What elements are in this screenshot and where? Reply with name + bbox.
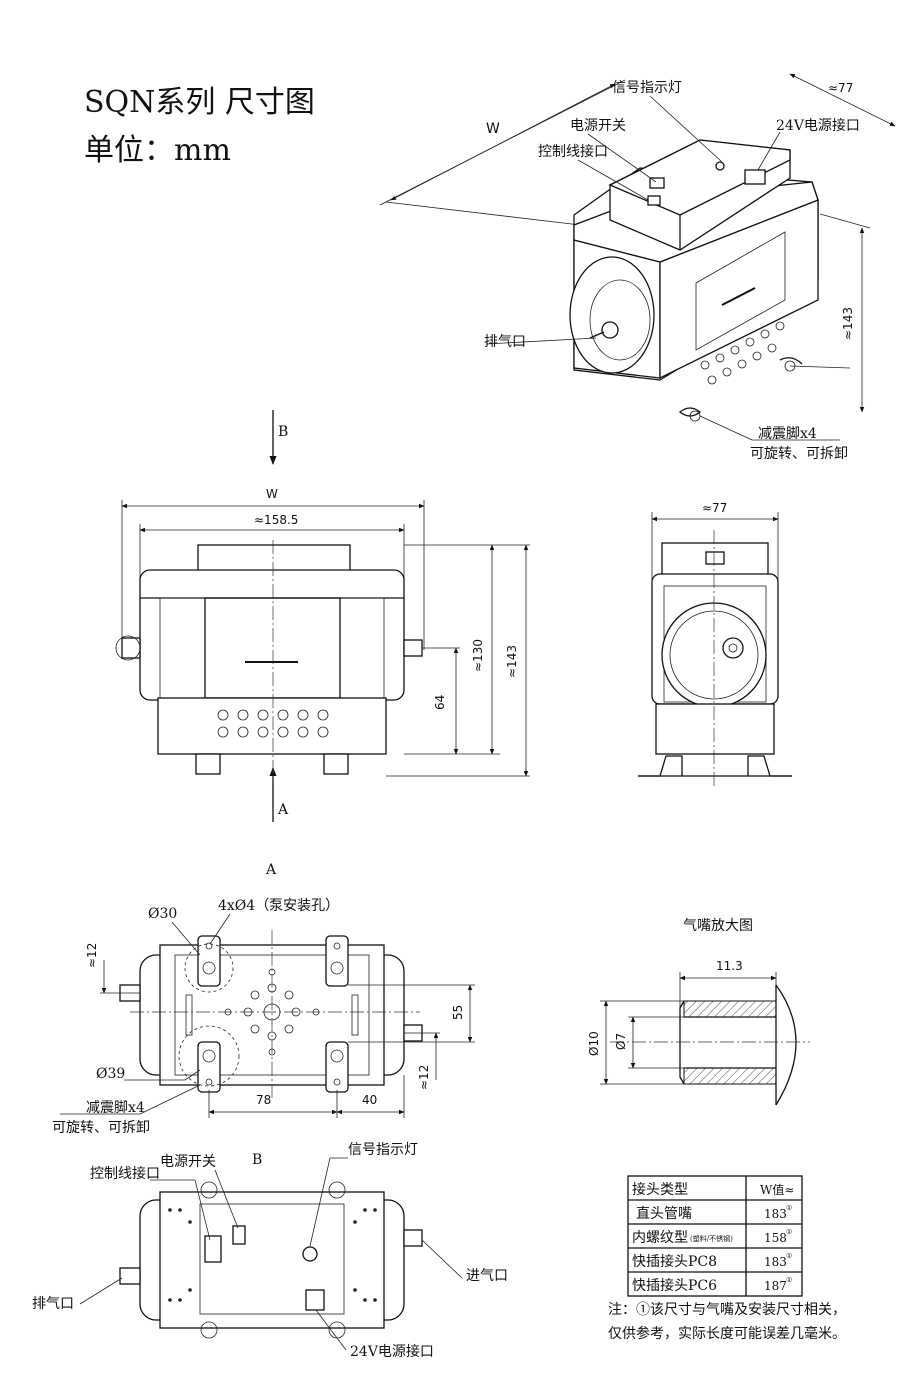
view-a-d30: Ø30 <box>148 906 177 922</box>
iso-dim-w: W <box>486 121 500 137</box>
note-line-1: 注：①该尺寸与气嘴及安装尺寸相关， <box>608 1302 846 1318</box>
iso-label-power-switch: 电源开关 <box>570 118 626 134</box>
iso-label-feet-2: 可旋转、可拆卸 <box>750 446 848 462</box>
view-a-title: A <box>265 862 277 878</box>
side-view: ≈77 <box>638 501 792 786</box>
nozzle-dim-d10: Ø10 <box>587 1031 601 1056</box>
view-b-signal-light <box>302 1246 318 1262</box>
iso-label-signal-light: 信号指示灯 <box>612 80 682 96</box>
view-a-holes: 4xØ4（泵安装孔） <box>218 898 339 914</box>
front-arrow-a-label: A <box>277 802 289 818</box>
footnote: 注：①该尺寸与气嘴及安装尺寸相关， 仅供参考，实际长度可能误差几毫米。 <box>608 1302 846 1342</box>
front-dim-130: ≈130 <box>471 639 485 672</box>
iso-label-control-port: 控制线接口 <box>538 143 608 160</box>
view-b-label-24v-port: 24V电源接口 <box>350 1343 434 1360</box>
iso-label-exhaust: 排气口 <box>484 334 526 350</box>
iso-dim-77: ≈77 <box>828 81 853 95</box>
iso-control-port <box>649 177 665 189</box>
side-dim-77: ≈77 <box>702 501 727 515</box>
unit-label: 单位：mm <box>84 133 231 168</box>
view-a-feet <box>197 935 349 1093</box>
view-b-label-power-switch: 电源开关 <box>160 1154 216 1170</box>
view-a-dim-40: 40 <box>362 1093 377 1107</box>
front-vent-holes <box>217 709 329 738</box>
view-b-label-inlet: 进气口 <box>466 1268 508 1284</box>
iso-power-port <box>744 169 766 185</box>
nozzle-dim-113: 11.3 <box>716 959 743 973</box>
table-row-type: 直头管嘴 <box>636 1205 692 1222</box>
table-row-type: 快插接头PC8 <box>632 1253 717 1270</box>
table-row-mark: ① <box>786 1204 792 1212</box>
table-row-value: 158 <box>764 1231 787 1245</box>
view-b-label-exhaust: 排气口 <box>32 1296 74 1312</box>
nozzle-dim-d7: Ø7 <box>614 1033 628 1050</box>
view-a-dim-12-top: ≈12 <box>85 943 99 968</box>
view-a-dim-78: 78 <box>256 1093 271 1107</box>
w-value-table: 接头类型 W值≈ 直头管嘴 183 ① 内螺纹型 (塑料/不锈钢) 158 ① … <box>627 1175 803 1297</box>
view-a-d39: Ø39 <box>96 1066 125 1082</box>
view-a-dim-55: 55 <box>451 1005 465 1020</box>
table-row-type: 快插接头PC6 <box>632 1277 717 1294</box>
table-row-value: 187 <box>764 1279 787 1293</box>
iso-label-24v-port: 24V电源接口 <box>776 117 860 134</box>
view-a-feet-1: 减震脚x4 <box>86 1100 145 1116</box>
table-row-mark: ① <box>786 1252 792 1260</box>
table-header-w: W值≈ <box>760 1182 794 1197</box>
front-dim-143: ≈143 <box>505 645 519 678</box>
nozzle-detail: 气嘴放大图 11.3 Ø10 Ø7 <box>587 918 810 1106</box>
note-line-2: 仅供参考，实际长度可能误差几毫米。 <box>608 1325 846 1342</box>
front-arrow-b-label: B <box>278 424 288 440</box>
view-b-power-switch <box>232 1225 246 1245</box>
view-a-feet-2: 可旋转、可拆卸 <box>52 1120 150 1136</box>
view-b-label-control-port: 控制线接口 <box>90 1165 160 1182</box>
table-row-mark: ① <box>786 1276 792 1284</box>
table-row-type: 内螺纹型 <box>632 1230 688 1246</box>
table-header-type: 接头类型 <box>632 1181 688 1198</box>
view-a-dim-12-bottom: ≈12 <box>417 1065 431 1090</box>
view-b-title: B <box>252 1152 262 1168</box>
table-row-sub: (塑料/不锈钢) <box>690 1234 733 1243</box>
front-dim-158: ≈158.5 <box>254 513 298 527</box>
iso-power-switch <box>647 195 661 206</box>
table-row-value: 183 <box>764 1255 787 1269</box>
table-row-value: 183 <box>764 1207 787 1221</box>
header: SQN系列 尺寸图 单位：mm <box>84 85 315 168</box>
view-b-power-port <box>305 1289 325 1311</box>
view-b-dots <box>168 1208 377 1302</box>
front-view: B A W ≈158.5 <box>115 410 530 822</box>
view-b-control-port <box>204 1235 222 1263</box>
iso-view: W ≈77 ≈143 <box>379 73 896 462</box>
iso-vent-holes <box>700 321 785 385</box>
nozzle-title: 气嘴放大图 <box>683 918 753 934</box>
iso-signal-light <box>715 161 725 171</box>
iso-dim-143: ≈143 <box>841 307 855 340</box>
front-dim-64: 64 <box>433 695 447 710</box>
front-dim-w: W <box>266 487 278 501</box>
view-b: B 控制线接口 电源开关 信号指示灯 进气口 排气口 <box>32 1142 508 1360</box>
iso-label-feet-1: 减震脚x4 <box>758 426 817 442</box>
drawing-title: SQN系列 尺寸图 <box>84 85 315 120</box>
view-a: A Ø30 4xØ4（泵安装孔） <box>52 862 475 1136</box>
table-row-mark: ① <box>786 1228 792 1236</box>
view-b-label-signal-light: 信号指示灯 <box>348 1142 418 1158</box>
